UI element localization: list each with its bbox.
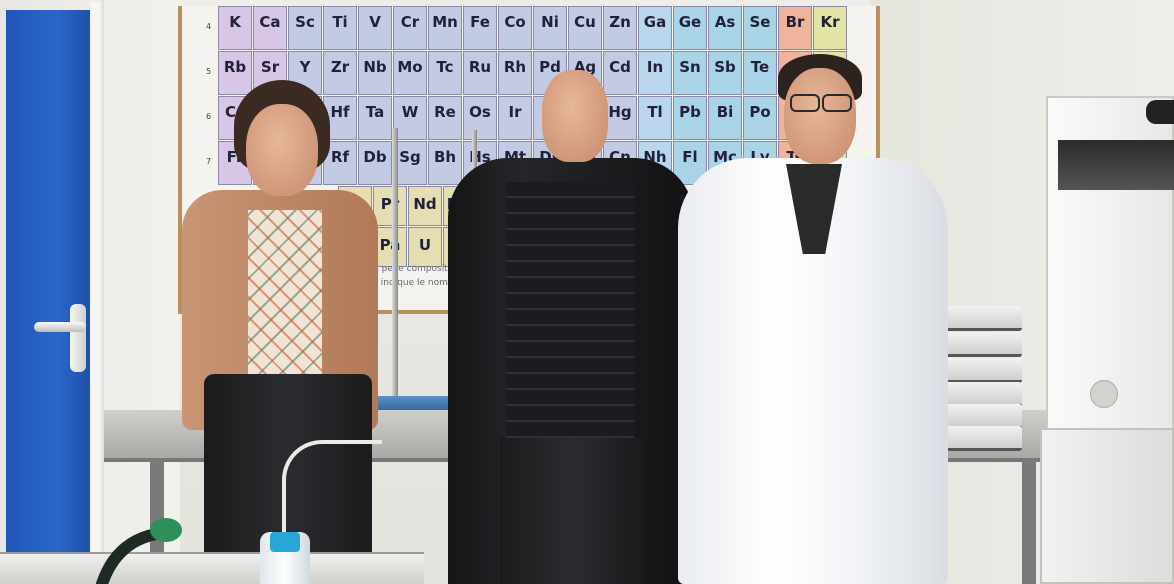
element-cell: Ta <box>358 96 392 140</box>
element-cell: Ge <box>673 6 707 50</box>
hotplate <box>936 358 1022 383</box>
element-cell: Ni <box>533 6 567 50</box>
element-cell: Fe <box>463 6 497 50</box>
element-cell: Tl <box>638 96 672 140</box>
cabinet <box>1040 428 1174 584</box>
element-cell: In <box>638 51 672 95</box>
element-cell: Sc <box>288 6 322 50</box>
element-cell: W <box>393 96 427 140</box>
element-cell: Te <box>743 51 777 95</box>
element-cell: Mo <box>393 51 427 95</box>
period-number: 7 <box>206 157 212 166</box>
wash-bottle-tube <box>282 440 382 544</box>
element-cell: Bi <box>708 96 742 140</box>
element-cell: Tc <box>428 51 462 95</box>
element-cell: Rh <box>498 51 532 95</box>
element-cell: Br <box>778 6 812 50</box>
element-cell: Re <box>428 96 462 140</box>
glasses-icon <box>822 94 852 112</box>
front-bench <box>0 552 424 584</box>
f-block-cell: Nd <box>408 186 442 226</box>
lab-tap <box>96 518 182 584</box>
face <box>542 70 608 162</box>
hotplate <box>940 332 1022 357</box>
element-cell: Ti <box>323 6 357 50</box>
element-cell: Bh <box>428 141 462 185</box>
man-in-lab-coat <box>678 54 950 584</box>
puffer-vest <box>506 182 634 450</box>
fume-hood-vent <box>1090 380 1118 408</box>
element-cell: Ca <box>253 6 287 50</box>
face <box>784 68 856 164</box>
element-cell: Os <box>463 96 497 140</box>
element-cell: V <box>358 6 392 50</box>
glasses-icon <box>790 94 820 112</box>
element-cell: Sn <box>673 51 707 95</box>
element-cell: Sb <box>708 51 742 95</box>
element-cell: Se <box>743 6 777 50</box>
element-cell: Po <box>743 96 777 140</box>
element-cell: Cd <box>603 51 637 95</box>
period-number: 5 <box>206 67 212 76</box>
jeans <box>500 438 642 584</box>
blue-door <box>6 10 92 558</box>
wash-bottle-cap <box>270 532 300 552</box>
element-cell: Db <box>358 141 392 185</box>
man-in-black-coat <box>448 66 696 584</box>
bench-leg <box>1022 458 1036 584</box>
fume-hood-panel <box>1058 140 1174 190</box>
element-cell: Ir <box>498 96 532 140</box>
element-cell: Kr <box>813 6 847 50</box>
element-cell: K <box>218 6 252 50</box>
element-cell: Sg <box>393 141 427 185</box>
retort-stand-rod <box>392 128 398 410</box>
element-cell: Ga <box>638 6 672 50</box>
door-frame <box>90 0 104 584</box>
element-cell: Zr <box>323 51 357 95</box>
period-number: 4 <box>206 22 212 31</box>
element-cell: Hg <box>603 96 637 140</box>
element-cell: Nb <box>358 51 392 95</box>
f-block-cell: U <box>408 227 442 267</box>
patterned-blouse <box>248 210 322 386</box>
woman-in-cardigan <box>182 80 382 584</box>
element-cell: As <box>708 6 742 50</box>
period-number: 6 <box>206 112 212 121</box>
element-cell: Cr <box>393 6 427 50</box>
retort-stand-base <box>374 396 470 414</box>
element-cell: Rb <box>218 51 252 95</box>
fume-hood-badge <box>1146 100 1174 124</box>
face <box>246 104 318 196</box>
element-cell: Cu <box>568 6 602 50</box>
door-plate <box>70 304 86 372</box>
door-handle <box>34 322 86 332</box>
element-cell: Pb <box>673 96 707 140</box>
element-cell: Ru <box>463 51 497 95</box>
element-cell: Co <box>498 6 532 50</box>
poster-note-1: ant pe le composition <box>364 264 462 274</box>
element-cell: Zn <box>603 6 637 50</box>
element-cell: Mn <box>428 6 462 50</box>
